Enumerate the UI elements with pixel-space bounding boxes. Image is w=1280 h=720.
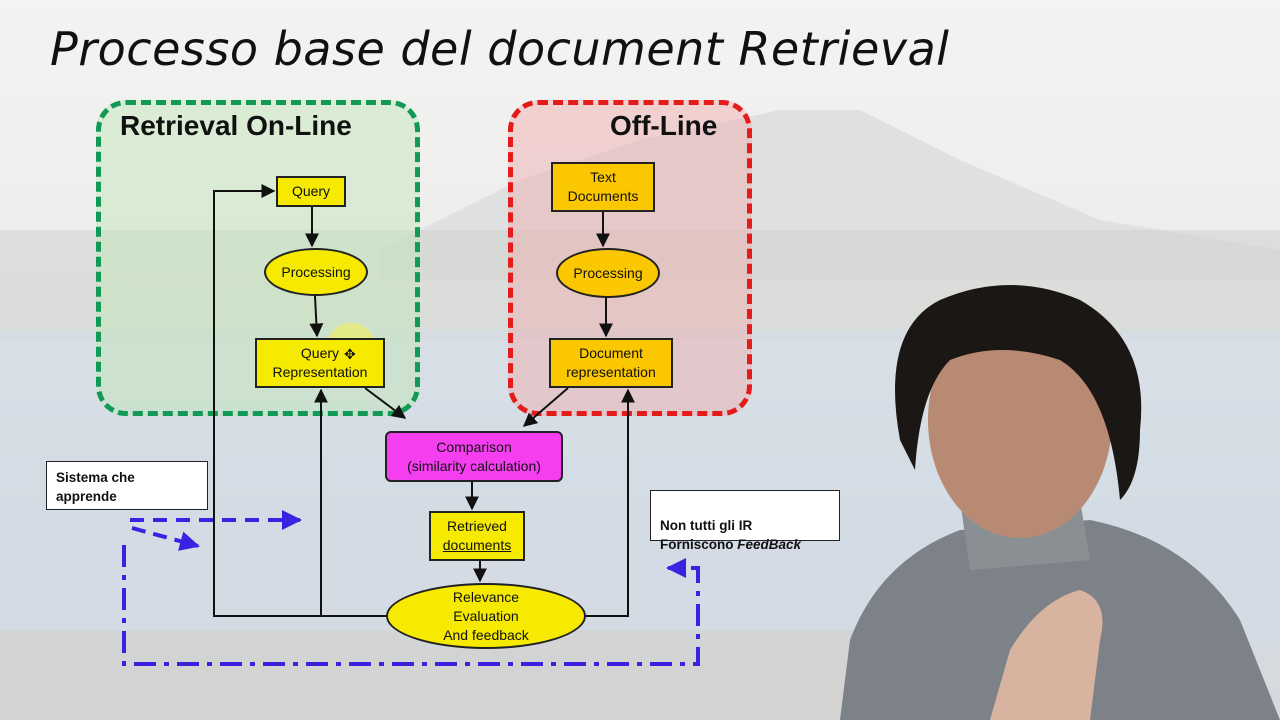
arrow-processing-to-query-rep	[309, 295, 324, 338]
feedback-note-line2: Forniscono	[660, 537, 738, 552]
slide-title: Processo base del document Retrieval	[50, 22, 950, 76]
arrow-doc-rep-to-comparison	[522, 387, 569, 427]
feedback-note: Non tutti gli IR Forniscono FeedBack	[650, 490, 840, 552]
feedback-to-doc-rep	[586, 388, 635, 617]
processing-offline-node: Processing	[556, 248, 660, 298]
online-zone-title: Retrieval On-Line	[120, 110, 352, 141]
relevance-evaluation-node: Relevance Evaluation And feedback	[386, 583, 586, 649]
text-documents-node: Text Documents	[551, 162, 655, 212]
query-node: Query	[276, 176, 346, 207]
presenter-hair	[895, 285, 1142, 500]
offline-zone-title: Off-Line	[610, 110, 718, 141]
query-representation-node: Query Representation	[255, 338, 385, 388]
retrieved-documents-node: Retrieved documents	[429, 511, 525, 561]
feedback-note-italic: FeedBack	[737, 537, 802, 552]
arrow-query-rep-to-comparison	[364, 387, 407, 419]
documents-label: documents	[442, 537, 512, 553]
feedback-note-line1: Non tutti gli IR	[660, 518, 753, 533]
learning-loop-dashdot	[122, 545, 700, 666]
document-representation-node: Document representation	[549, 338, 673, 388]
flow-arrows	[213, 184, 635, 617]
learning-system-note: Sistema che apprende	[46, 461, 208, 510]
comparison-node: Comparison (similarity calculation)	[385, 431, 563, 482]
retrieved-label: Retrieved	[447, 518, 507, 534]
feedback-to-query	[213, 184, 386, 617]
processing-online-node: Processing	[264, 248, 368, 296]
learning-loop	[122, 510, 700, 666]
pointer-cursor-icon: ✥	[344, 346, 356, 362]
learning-arrow-diagonal	[131, 526, 200, 551]
presenter-hand	[990, 590, 1103, 720]
